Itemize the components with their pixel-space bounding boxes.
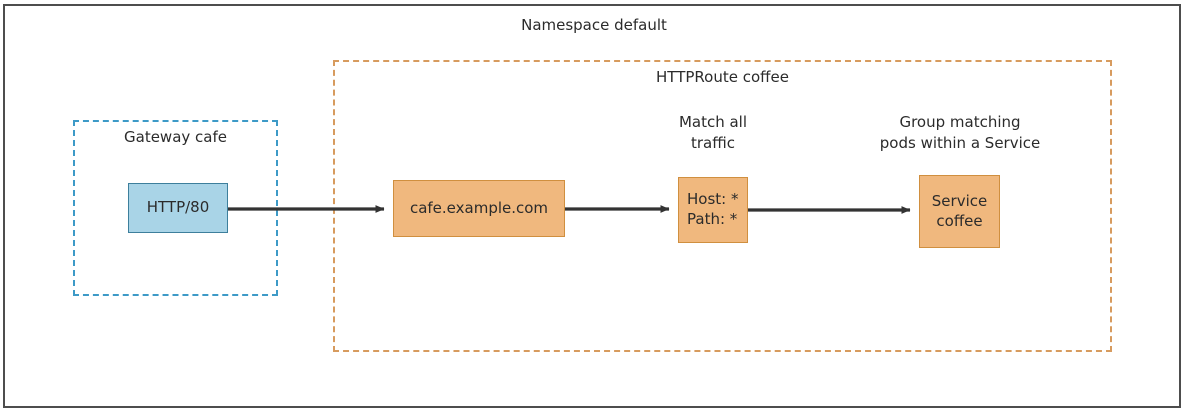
namespace-label: Namespace default [521,16,667,34]
backend-annotation-line2: pods within a Service [879,133,1041,152]
route-match-host: Host: * [687,190,739,209]
backend-service-kind: Service [931,191,988,210]
match-annotation-line1: Match all [678,113,748,131]
backend-annotation: Group matching pods within a Service [868,112,1052,153]
match-annotation-line2: traffic [691,133,735,152]
httproute-container [333,60,1112,352]
route-match-labels: Host: * Path: * [687,190,738,230]
gateway-listener-node[interactable]: HTTP/80 [128,183,228,233]
hostname-label: cafe.example.com [409,198,549,217]
match-annotation: Match all traffic [638,112,788,153]
hostname-node[interactable]: cafe.example.com [393,180,565,237]
gateway-label: Gateway cafe [124,128,227,146]
backend-service-name: coffee [936,211,983,230]
route-match-path: Path: * [687,210,738,228]
httproute-label: HTTPRoute coffee [656,68,789,86]
gateway-listener-label: HTTP/80 [146,198,210,217]
backend-service-node[interactable]: Service coffee [919,175,1000,248]
backend-service-labels: Service coffee [932,192,987,232]
route-match-node[interactable]: Host: * Path: * [678,177,748,243]
backend-annotation-line1: Group matching [899,113,1021,131]
